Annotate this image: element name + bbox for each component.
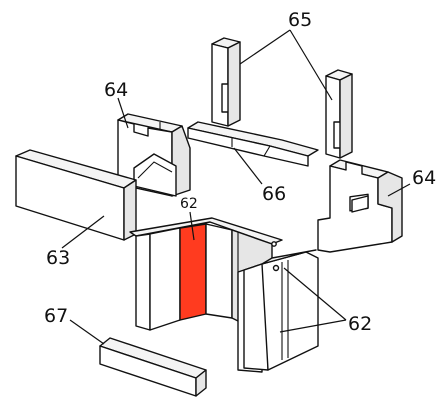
label-62-top: 62	[180, 196, 198, 212]
label-66: 66	[262, 183, 286, 205]
label-62-right: 62	[348, 313, 372, 335]
part-67[interactable]	[99, 337, 207, 397]
highlighted-part-62[interactable]	[179, 223, 207, 321]
part-labels: 65 64 66 63 62 64 62 67	[44, 9, 436, 335]
label-65: 65	[288, 9, 312, 31]
label-67: 67	[44, 305, 68, 327]
part-62-assembly[interactable]	[129, 217, 319, 373]
label-64-left: 64	[104, 79, 128, 101]
part-64-right[interactable]	[317, 159, 403, 253]
part-66[interactable]	[187, 121, 319, 167]
leader-lines	[61, 29, 411, 345]
part-65-right[interactable]	[325, 69, 353, 159]
part-65-left[interactable]	[211, 37, 241, 127]
label-63: 63	[46, 247, 70, 269]
part-64-left[interactable]	[117, 113, 191, 197]
label-64-right: 64	[412, 167, 436, 189]
